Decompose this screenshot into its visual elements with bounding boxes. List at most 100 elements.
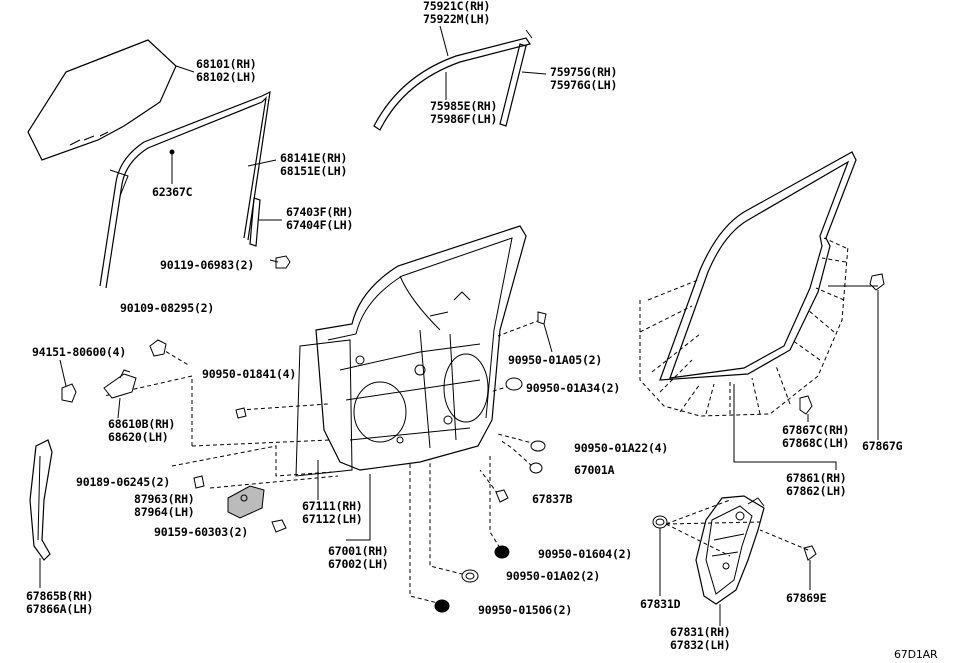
label-text: 67831D [640, 597, 681, 611]
plug-90950-01a02 [461, 569, 479, 583]
label-text: 68620(LH) [108, 430, 169, 444]
belt-moulding [373, 29, 533, 131]
label-67867g: 67867G [862, 439, 903, 453]
leader-75921 [439, 25, 449, 57]
label-text: 90159-60303(2) [154, 525, 249, 539]
label-75985: 75985E(RH)75986F(LH) [430, 100, 497, 126]
door-panel [295, 225, 527, 477]
label-67831: 67831(RH)67832(LH) [670, 626, 731, 652]
label-text: 87964(LH) [134, 505, 195, 519]
dash-67831d [665, 499, 761, 557]
label-text: 90950-01841(4) [202, 367, 297, 381]
door-lock [695, 495, 765, 605]
label-text: 68101(RH) [196, 57, 257, 71]
label-90109: 90109-08295(2) [120, 302, 214, 315]
label-90950a22: 90950-01A22(4) [574, 442, 668, 455]
label-text: 75922M(LH) [423, 12, 491, 26]
label-90950-1506: 90950-01506(2) [478, 604, 572, 617]
label-text: 75975G(RH) [550, 65, 618, 79]
clip-67867g [869, 273, 885, 291]
dash-hinge [103, 375, 193, 446]
label-90189: 90189-06245(2) [76, 476, 170, 489]
leader-75975 [521, 71, 547, 75]
label-87963: 87963(RH)87964(LH) [134, 493, 195, 519]
dash-67001a [499, 439, 533, 467]
glass-run-channel [99, 90, 271, 289]
label-text: 90119-06983(2) [160, 258, 255, 272]
leader-68101 [175, 65, 195, 73]
dash-a02 [429, 460, 471, 577]
plug-90950-01506 [434, 599, 450, 613]
label-67861: 67861(RH)67862(LH) [786, 472, 847, 498]
label-text: 87963(RH) [134, 492, 195, 506]
label-62367: 62367C [152, 185, 193, 199]
label-text: 67001(RH) [328, 544, 389, 558]
label-text: 90950-01604(2) [538, 547, 633, 561]
label-text: 67404F(LH) [286, 218, 354, 232]
label-text: 62367C [152, 185, 193, 199]
label-text: 90189-06245(2) [76, 475, 171, 489]
dash-1604 [489, 456, 501, 549]
label-text: 67868C(LH) [782, 436, 850, 450]
clip-67867c [799, 395, 813, 415]
label-text: 68102(LH) [196, 70, 257, 84]
label-67001a: 67001A [574, 464, 615, 477]
plug-90950-01a22 [530, 440, 546, 452]
label-text: 75986F(LH) [430, 112, 498, 126]
label-67831d: 67831D [640, 597, 681, 611]
label-text: 90109-08295(2) [120, 301, 215, 315]
bolt-90189 [193, 475, 205, 489]
dash-check2 [209, 475, 339, 489]
label-67001: 67001(RH)67002(LH) [328, 545, 389, 571]
dash-67837 [479, 469, 499, 495]
door-weatherstrip [639, 151, 857, 417]
label-text: 67869E [786, 591, 827, 605]
label-90950a05: 90950-01A05(2) [508, 354, 602, 367]
label-text: 67866A(LH) [26, 602, 94, 616]
label-90950a34: 90950-01A34(2) [526, 382, 620, 395]
label-67867c: 67867C(RH)67868C(LH) [782, 424, 849, 450]
label-text: 67867C(RH) [782, 423, 850, 437]
label-67111: 67111(RH)67112(LH) [302, 500, 363, 526]
nut-94151 [59, 359, 77, 403]
bolt-90109 [149, 339, 167, 357]
dash-a05 [497, 319, 541, 337]
door-check [227, 485, 265, 519]
leader-68141 [247, 159, 277, 167]
label-text: 75985E(RH) [430, 99, 498, 113]
dash-check [171, 445, 333, 477]
label-text: 90950-01A05(2) [508, 353, 603, 367]
plug-90950-01604 [494, 545, 510, 559]
clip-67869e [803, 545, 817, 561]
label-text: 67002(LH) [328, 557, 389, 571]
leader-68610 [117, 397, 121, 419]
dash-1506 [409, 462, 443, 605]
label-68101: 68101(RH)68102(LH) [196, 58, 257, 84]
label-text: 75976G(LH) [550, 78, 618, 92]
label-text: 94151-80600(4) [32, 345, 127, 359]
label-text: 68610B(RH) [108, 417, 176, 431]
dash-bolt [159, 347, 191, 367]
clip-90950-01841 [235, 407, 247, 419]
leader-67861 [733, 384, 837, 470]
hinge-weatherstrip [29, 439, 53, 561]
dash-clip [239, 403, 329, 411]
label-text: 67832(LH) [670, 638, 731, 652]
label-text: 90950-01A22(4) [574, 441, 669, 455]
label-text: 67865B(RH) [26, 589, 94, 603]
screw-67831d [652, 515, 668, 529]
label-text: 67112(LH) [302, 512, 363, 526]
bolt-90119 [269, 255, 291, 269]
label-68141: 68141E(RH)68151E(LH) [280, 152, 347, 178]
clip-67837b [495, 489, 509, 503]
plug-90950-01a34 [505, 377, 523, 391]
label-text: 90950-01A34(2) [526, 381, 621, 395]
hinge-68610 [103, 369, 137, 399]
label-text: 67111(RH) [302, 499, 363, 513]
label-text: 67837B [532, 492, 573, 506]
label-text: 90950-01A02(2) [506, 569, 601, 583]
label-text: 68151E(LH) [280, 164, 348, 178]
label-text: 67867G [862, 439, 903, 453]
